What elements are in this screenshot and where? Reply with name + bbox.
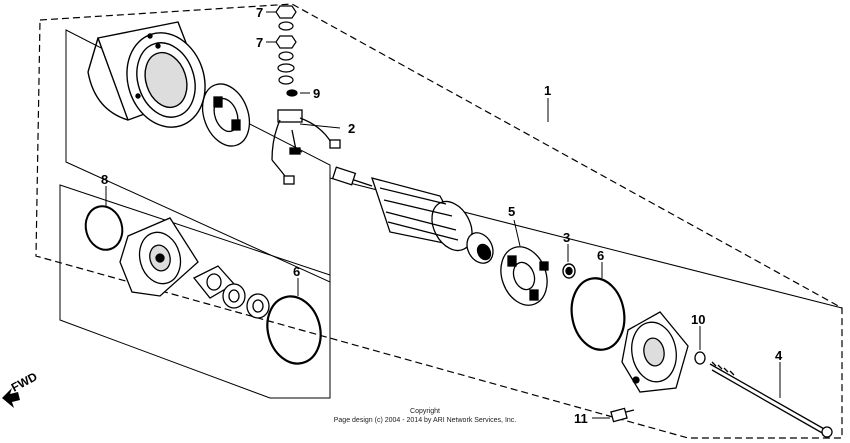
callout-8: 8 xyxy=(101,172,108,187)
o-ring-6-front xyxy=(266,295,322,365)
callout-9: 9 xyxy=(313,86,320,101)
washer-pair xyxy=(222,283,270,319)
callout-1: 1 xyxy=(544,83,551,98)
copyright-line-1: Copyright xyxy=(410,408,440,415)
o-ring-8 xyxy=(84,205,124,251)
leader-lines xyxy=(105,11,781,419)
callout-6-front: 6 xyxy=(293,264,300,279)
terminal-brush-assembly xyxy=(271,109,341,185)
copyright-line-2: Page design (c) 2004 - 2014 by ARI Netwo… xyxy=(334,417,517,424)
callout-5: 5 xyxy=(508,204,515,219)
screw-11 xyxy=(610,407,635,423)
fwd-arrow-icon xyxy=(2,388,20,408)
assembly-boundary xyxy=(35,3,843,439)
callout-4: 4 xyxy=(775,348,783,363)
terminal-nut-stack xyxy=(275,5,298,97)
brush-holder-5 xyxy=(500,246,549,306)
front-cover-group-panel xyxy=(59,184,331,399)
fwd-indicator: FWD xyxy=(2,369,40,408)
washer-10 xyxy=(694,351,706,365)
brush-holder-plate xyxy=(201,83,251,147)
callout-2: 2 xyxy=(348,121,355,136)
callout-7-mid: 7 xyxy=(256,35,263,50)
rear-cover xyxy=(621,311,689,393)
yoke-case xyxy=(87,21,206,128)
callout-10: 10 xyxy=(691,312,705,327)
front-cover xyxy=(119,217,199,297)
brush-spring-3 xyxy=(562,263,576,279)
fwd-label: FWD xyxy=(9,369,40,394)
o-ring-6-rear xyxy=(570,277,626,351)
callout-3: 3 xyxy=(563,230,570,245)
armature xyxy=(331,166,494,264)
callout-7-top: 7 xyxy=(256,5,263,20)
through-bolt-4 xyxy=(709,361,833,438)
seal-plate xyxy=(192,265,236,299)
callout-6-rear: 6 xyxy=(597,248,604,263)
callout-11: 11 xyxy=(574,411,588,426)
